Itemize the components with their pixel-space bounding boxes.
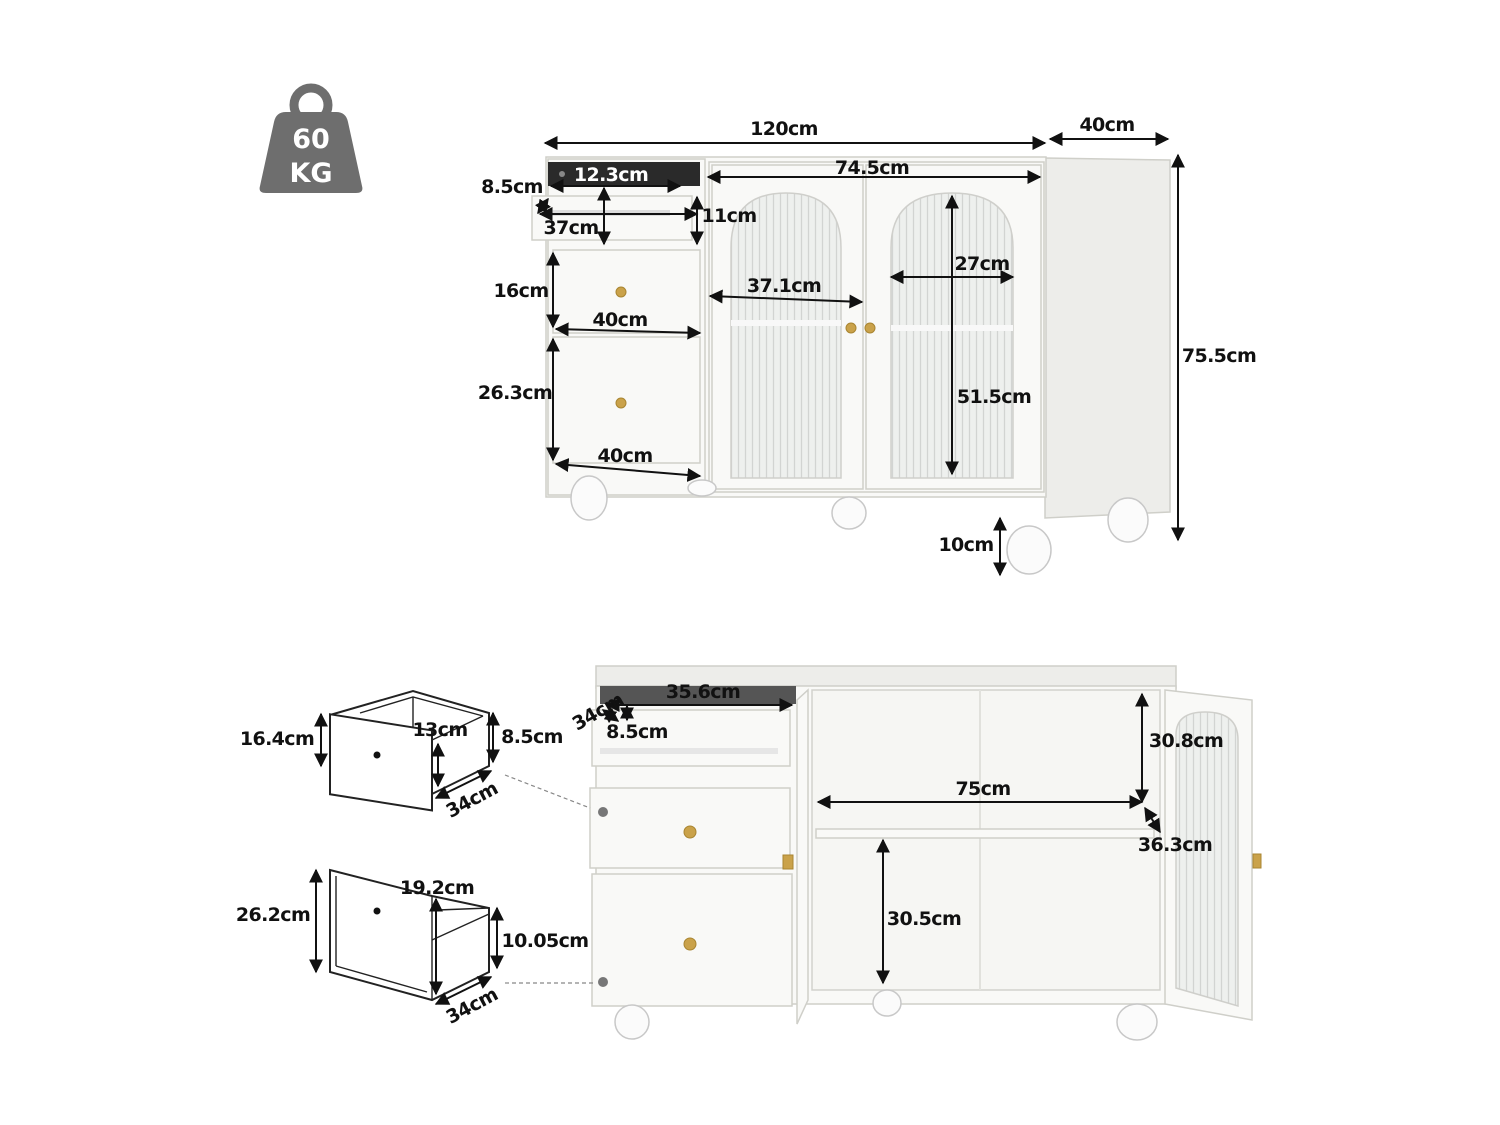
door-width-label: 37.1cm <box>747 275 821 297</box>
lower-compartment-height-label: 30.5cm <box>887 908 961 930</box>
small-drawer-diagram: 16.4cm 13cm 8.5cm 34cm <box>240 689 591 823</box>
top-drawer-height-label: 8.5cm <box>606 721 668 743</box>
large-drawer-diagram: 26.2cm 19.2cm 10.05cm 34cm <box>236 868 596 1029</box>
drawer2-height-label: 26.3cm <box>478 382 552 404</box>
cabinet-width-label: 74.5cm <box>835 157 909 179</box>
glass-width-label: 27cm <box>954 253 1009 275</box>
top-drawer-width-label: 35.6cm <box>666 681 740 703</box>
drawer1-height-label: 16cm <box>493 280 548 302</box>
top-dimension-labels: 120cm 40cm 75.5cm 12.3cm 8.5cm 74.5cm 37… <box>478 114 1257 556</box>
drawer2-width-label: 40cm <box>597 445 652 467</box>
width-label: 120cm <box>750 118 818 140</box>
small-drawer-outer-height-label: 16.4cm <box>240 728 314 750</box>
pullout-height-label: 11cm <box>701 205 756 227</box>
interior-depth-label: 36.3cm <box>1138 834 1212 856</box>
height-label: 75.5cm <box>1182 345 1256 367</box>
leg-height-label: 10cm <box>938 534 993 556</box>
small-drawer-inner-height-label: 13cm <box>412 719 467 741</box>
large-drawer-side-height-label: 10.05cm <box>502 930 589 952</box>
interior-width-label: 75cm <box>955 778 1010 800</box>
large-drawer-outer-height-label: 26.2cm <box>236 904 310 926</box>
tray-height-label: 8.5cm <box>481 176 543 198</box>
depth-label: 40cm <box>1079 114 1134 136</box>
large-drawer-inner-width-label: 19.2cm <box>400 877 474 899</box>
cabinet-open-illustration <box>589 665 1262 1041</box>
bottom-dimension-lines <box>601 692 1161 985</box>
tray-width-label: 12.3cm <box>574 164 648 186</box>
cabinet-front-illustration <box>531 156 1171 575</box>
small-drawer-side-height-label: 8.5cm <box>501 726 563 748</box>
weight-value: 60 <box>292 124 330 155</box>
glass-height-label: 51.5cm <box>957 386 1031 408</box>
weight-icon: 60 KG <box>259 83 363 193</box>
top-dimension-lines <box>534 132 1185 577</box>
pullout-width-label: 37cm <box>543 217 598 239</box>
interior-shelf-height-label: 30.8cm <box>1149 730 1223 752</box>
weight-unit: KG <box>289 158 332 189</box>
drawer1-width-label: 40cm <box>592 309 647 331</box>
